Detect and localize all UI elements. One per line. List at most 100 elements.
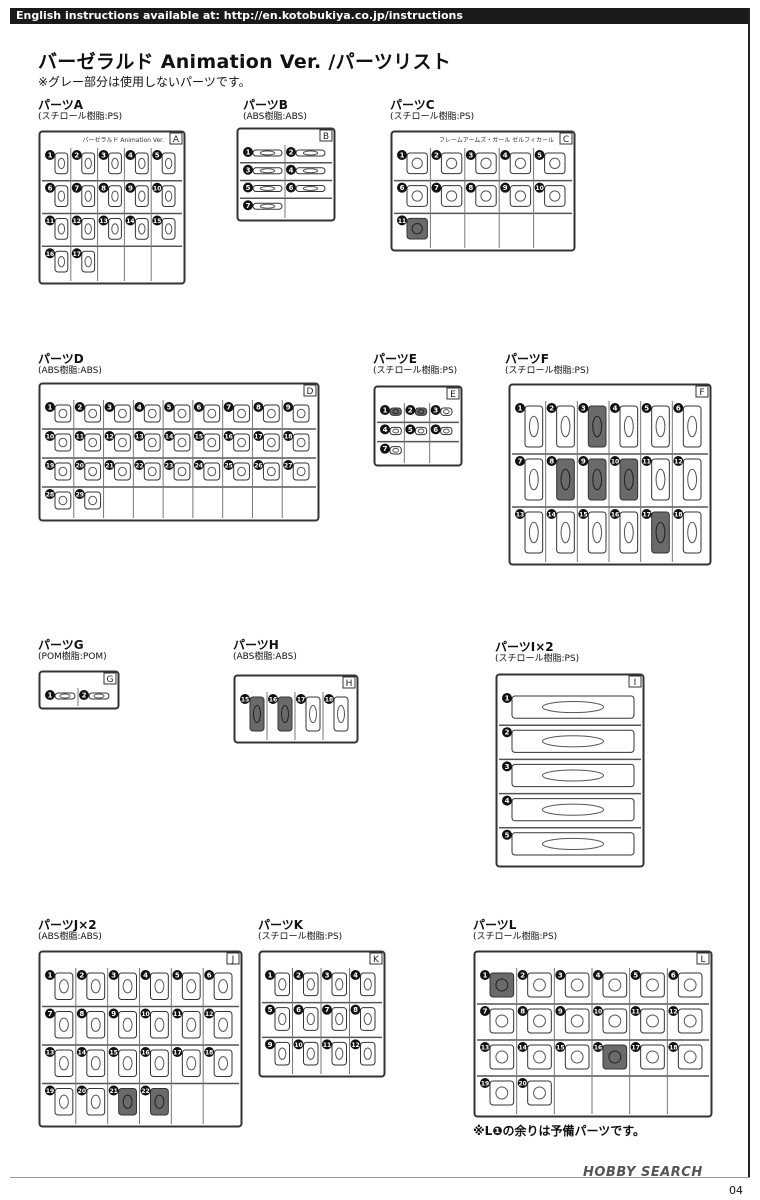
part-piece [213,972,233,1000]
part-number-badge [283,431,294,441]
part-number: 13 [516,512,524,519]
part-number: 7 [48,1010,53,1018]
part-piece [414,426,428,436]
part-detail [296,437,306,448]
runner-letter-tab [559,132,573,145]
parts-label: パーツE [373,352,417,366]
part-detail [88,466,98,477]
part-piece [333,696,349,732]
part-detail [186,1056,197,1071]
runner-frame [508,383,712,566]
part-number-badge [293,1039,304,1050]
part-number-badge [397,215,407,226]
part-detail [623,521,634,544]
part-piece [274,1041,290,1066]
part-number-badge [286,182,296,193]
part-piece [143,404,161,423]
part-piece [86,1011,106,1039]
part-number-badge [673,403,684,413]
part-number-badge [515,456,525,466]
part-detail [278,978,287,991]
part-detail [542,803,604,816]
part-number: 26 [254,463,262,470]
part-piece [331,972,347,997]
part-number-badge [546,456,557,466]
part-piece [360,1007,376,1031]
part-detail [296,408,306,419]
part-detail [253,705,261,723]
part-piece [295,185,326,192]
part-number-badge [380,405,390,415]
part-number-badge [555,970,566,980]
part-detail [306,1047,315,1060]
part-piece [203,462,221,481]
part-number: 4 [289,166,294,174]
part-detail [542,769,604,782]
part-number-badge [193,402,204,412]
part-number: 25 [224,463,232,470]
part-number-badge [243,147,253,157]
part-number-badge [204,1047,215,1057]
part-piece [527,972,552,998]
part-detail [88,495,98,506]
part-piece [134,185,149,207]
part-number-badge [204,1008,215,1019]
part-number-badge [668,1042,679,1052]
part-number: 15 [556,1045,564,1052]
part-number-badge [164,460,175,470]
part-number: 10 [594,1009,602,1016]
part-number-badge [350,1004,361,1015]
part-detail [533,1014,546,1028]
part-detail [57,223,66,235]
part-piece [602,1008,628,1034]
part-detail [84,190,92,202]
part-detail [164,157,173,170]
part-number-badge [502,693,512,703]
part-piece [511,832,635,856]
part-number: 10 [141,1011,149,1018]
part-number: 6 [196,404,201,412]
part-detail [687,521,698,544]
part-detail [533,1086,546,1100]
part-piece [150,1011,169,1039]
part-number: 17 [254,434,262,441]
parts-material: (スチロール樹脂:PS) [390,112,475,122]
part-number: 23 [165,463,173,470]
part-piece [303,1007,319,1031]
runner-letter-tab [628,675,642,688]
part-detail [88,408,98,419]
part-number: 8 [101,184,106,192]
part-number: 6 [676,405,681,413]
part-piece [303,972,319,997]
part-number: 10 [153,185,161,192]
runner-frame [38,382,320,522]
part-piece [295,167,326,175]
part-number-badge [172,1008,183,1019]
part-number-badge [465,182,476,193]
part-number-badge [480,1042,490,1052]
part-detail [296,466,306,477]
unused-part [277,696,293,732]
part-piece [84,404,102,423]
part-piece [544,185,566,207]
part-detail [84,223,92,235]
part-number: 19 [46,1088,54,1095]
part-number-badge [74,402,85,412]
part-number-badge [534,150,545,160]
part-detail [58,1094,69,1109]
part-detail [237,466,247,477]
runner-letter: F [699,388,704,398]
part-piece [440,152,463,175]
part-detail [90,1056,101,1071]
part-number: 4 [505,797,510,805]
unused-part [587,458,607,501]
part-number-badge [45,460,55,470]
part-number-badge [465,150,476,160]
part-number: 2 [434,152,439,160]
part-detail [177,437,187,448]
part-number: 22 [141,1088,149,1095]
part-detail [480,190,492,202]
part-detail [90,979,101,994]
part-number: 6 [48,184,53,192]
part-detail [57,255,66,268]
